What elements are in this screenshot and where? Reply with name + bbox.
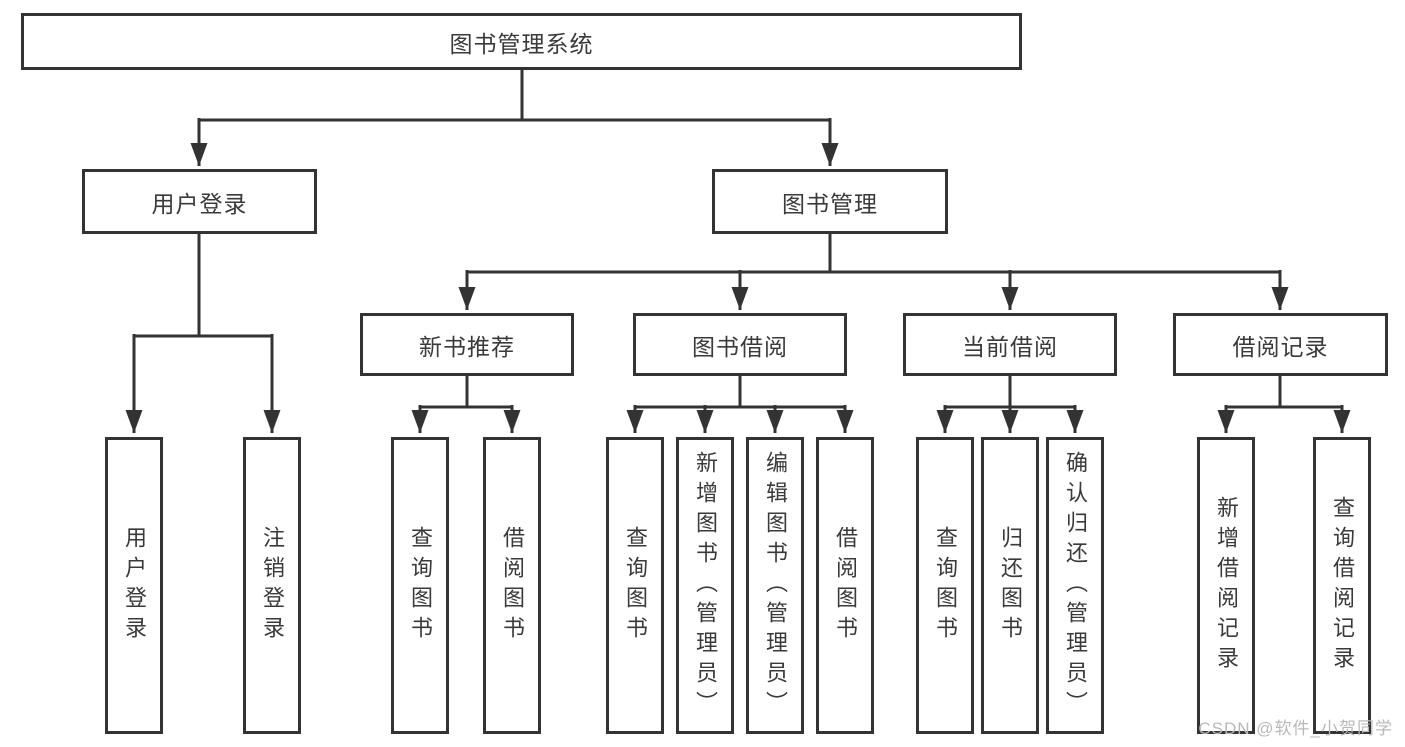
leaf-borrow-books-recommend: 借阅图书 xyxy=(483,437,541,734)
leaf-confirm-return-admin: 确认归还（管理员） xyxy=(1046,437,1104,734)
leaf-return-books: 归还图书 xyxy=(981,437,1039,734)
csdn-watermark: CSDN @软件_小贺同学 xyxy=(1198,719,1393,738)
leaf-query-books-borrow-label: 查询图书 xyxy=(623,525,648,646)
leaf-query-books-recommend-label: 查询图书 xyxy=(408,525,433,646)
leaf-user-login: 用户登录 xyxy=(105,437,163,734)
leaf-edit-books-admin: 编辑图书（管理员） xyxy=(746,437,804,734)
leaf-query-books-recommend: 查询图书 xyxy=(391,437,449,734)
node-borrowing-records: 借阅记录 xyxy=(1173,313,1388,376)
leaf-query-books-current-label: 查询图书 xyxy=(933,525,958,646)
leaf-return-books-label: 归还图书 xyxy=(998,525,1023,646)
leaf-confirm-return-admin-label: 确认归还（管理员） xyxy=(1063,450,1088,721)
leaf-borrow-books-recommend-label: 借阅图书 xyxy=(500,525,525,646)
leaf-query-books-current: 查询图书 xyxy=(916,437,974,734)
node-user-login: 用户登录 xyxy=(82,169,317,234)
leaf-query-books-borrow: 查询图书 xyxy=(606,437,664,734)
leaf-add-borrow-record-label: 新增借阅记录 xyxy=(1214,495,1239,676)
leaf-logout-label: 注销登录 xyxy=(260,525,285,646)
leaf-add-books-admin-label: 新增图书（管理员） xyxy=(693,450,718,721)
leaf-edit-books-admin-label: 编辑图书（管理员） xyxy=(763,450,788,721)
leaf-user-login-label: 用户登录 xyxy=(122,525,147,646)
leaf-query-borrow-record: 查询借阅记录 xyxy=(1313,437,1371,734)
leaf-add-borrow-record: 新增借阅记录 xyxy=(1197,437,1255,734)
node-new-book-recommendation: 新书推荐 xyxy=(360,313,574,376)
node-current-borrowing: 当前借阅 xyxy=(903,313,1117,376)
leaf-add-books-admin: 新增图书（管理员） xyxy=(676,437,734,734)
node-book-management: 图书管理 xyxy=(712,169,948,234)
node-root-system: 图书管理系统 xyxy=(21,13,1022,70)
leaf-borrow-books: 借阅图书 xyxy=(816,437,874,734)
leaf-query-borrow-record-label: 查询借阅记录 xyxy=(1330,495,1355,676)
node-book-borrowing: 图书借阅 xyxy=(633,313,847,376)
leaf-logout: 注销登录 xyxy=(243,437,301,734)
leaf-borrow-books-label: 借阅图书 xyxy=(833,525,858,646)
